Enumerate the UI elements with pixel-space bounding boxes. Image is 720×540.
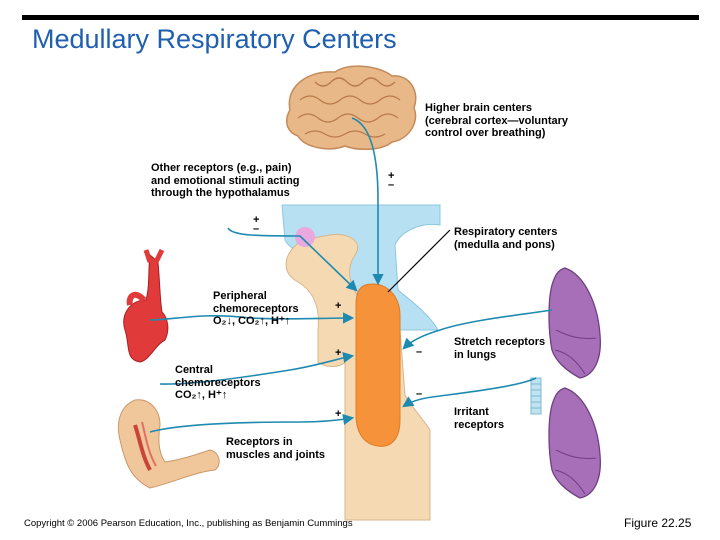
stretch-receptors-label: Stretch receptors in lungs: [454, 336, 546, 361]
irritant-minus-sign: –: [416, 388, 423, 400]
artery-illustration: [123, 248, 169, 363]
arrows: [149, 117, 553, 433]
arm-illustration: [117, 399, 220, 489]
muscles-plus-sign: +: [335, 408, 342, 420]
higher-brain-label: Higher brain centers (cerebral cortex—vo…: [425, 102, 569, 139]
brain-illustration: [285, 65, 417, 150]
medulla-shape: [355, 283, 401, 447]
top-rule: [22, 15, 699, 20]
higher-plus-sign: +: [388, 170, 395, 182]
central-chemoreceptors-label: Central chemoreceptors CO₂↑, H⁺↑: [175, 364, 261, 401]
hypothalamus-dot: [295, 227, 315, 247]
trachea-illustration: [530, 377, 542, 415]
figure-number: Figure 22.25: [624, 516, 692, 530]
peripheral-chemoreceptors-label: Peripheral chemoreceptors O₂↓, CO₂↑, H⁺↑: [213, 290, 299, 327]
higher-minus-sign: –: [388, 179, 395, 191]
respiratory-centers-label: Respiratory centers (medulla and pons): [454, 226, 558, 251]
lung-upper-illustration: [548, 267, 601, 379]
page-title: Medullary Respiratory Centers: [32, 24, 397, 54]
copyright-text: Copyright © 2006 Pearson Education, Inc.…: [24, 518, 353, 529]
peripheral-plus-sign: +: [335, 300, 342, 312]
stretch-minus-sign: –: [416, 346, 423, 358]
hypothalamus-plus-sign: +: [253, 214, 260, 226]
muscles-joints-label: Receptors in muscles and joints: [226, 436, 326, 461]
hypothalamus-minus-sign: –: [253, 223, 260, 235]
lung-lower-illustration: [548, 387, 601, 499]
respiratory-leader-line: [387, 229, 451, 293]
other-receptors-label: Other receptors (e.g., pain) and emotion…: [151, 162, 300, 199]
irritant-receptors-label: Irritant receptors: [454, 406, 505, 431]
central-plus-sign: +: [335, 347, 342, 359]
